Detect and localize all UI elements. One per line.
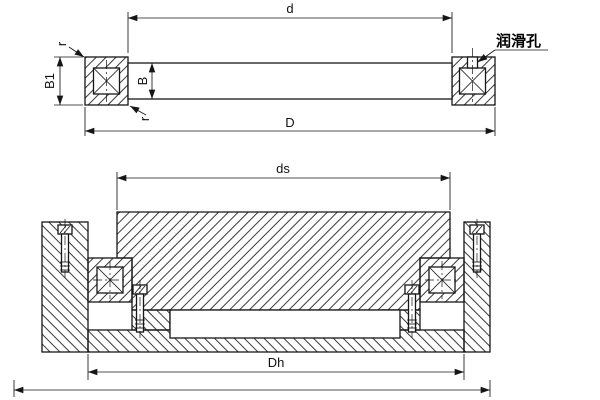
- bolt-inner-right: [404, 280, 420, 338]
- lubrication-hole-label: 润滑孔: [496, 32, 541, 50]
- dimension-B: B: [135, 62, 156, 99]
- lubrication-hole-callout: 润滑孔: [477, 32, 548, 63]
- leader-line: [68, 46, 85, 58]
- top-view: d 润滑孔 B: [42, 1, 548, 136]
- bolt-inner-left: [132, 280, 148, 338]
- bolt-head-hatch: [410, 285, 418, 294]
- shaft-seat: [116, 211, 451, 311]
- dim-Dh-label: Dh: [268, 355, 285, 370]
- dimension-Dh: Dh: [87, 354, 465, 380]
- roller-diagonal: [459, 67, 486, 95]
- inner-ring: [127, 62, 453, 100]
- leader-line: [129, 105, 147, 116]
- dimension-d: d: [127, 1, 453, 53]
- dim-B-label: B: [135, 77, 150, 86]
- bearing-left: [87, 257, 133, 303]
- dimension-overall: [13, 380, 491, 397]
- radius-callout-bottom: r: [129, 105, 152, 121]
- dimension-D: D: [84, 107, 496, 136]
- bolt-head-hatch: [138, 285, 146, 294]
- leader-line: [477, 49, 496, 63]
- dim-B1-label: B1: [42, 73, 57, 89]
- radius-callout-top: r: [54, 41, 85, 58]
- dim-r-top-label: r: [54, 41, 69, 46]
- dimension-ds: ds: [116, 161, 451, 210]
- dim-r-bottom-label: r: [137, 116, 152, 121]
- roller-cross-right: [458, 48, 487, 102]
- dimension-B1: B1: [42, 56, 83, 106]
- dim-ds-label: ds: [276, 161, 290, 176]
- bolt-outer-right: [469, 219, 485, 278]
- bottom-view: ds: [13, 161, 491, 397]
- dim-d-label: d: [286, 1, 293, 16]
- bearing-right: [419, 257, 465, 303]
- dim-D-label: D: [285, 115, 294, 130]
- bolt-outer-left: [57, 219, 73, 278]
- roller-cross-left: [92, 60, 121, 102]
- bore-recess: [169, 309, 401, 339]
